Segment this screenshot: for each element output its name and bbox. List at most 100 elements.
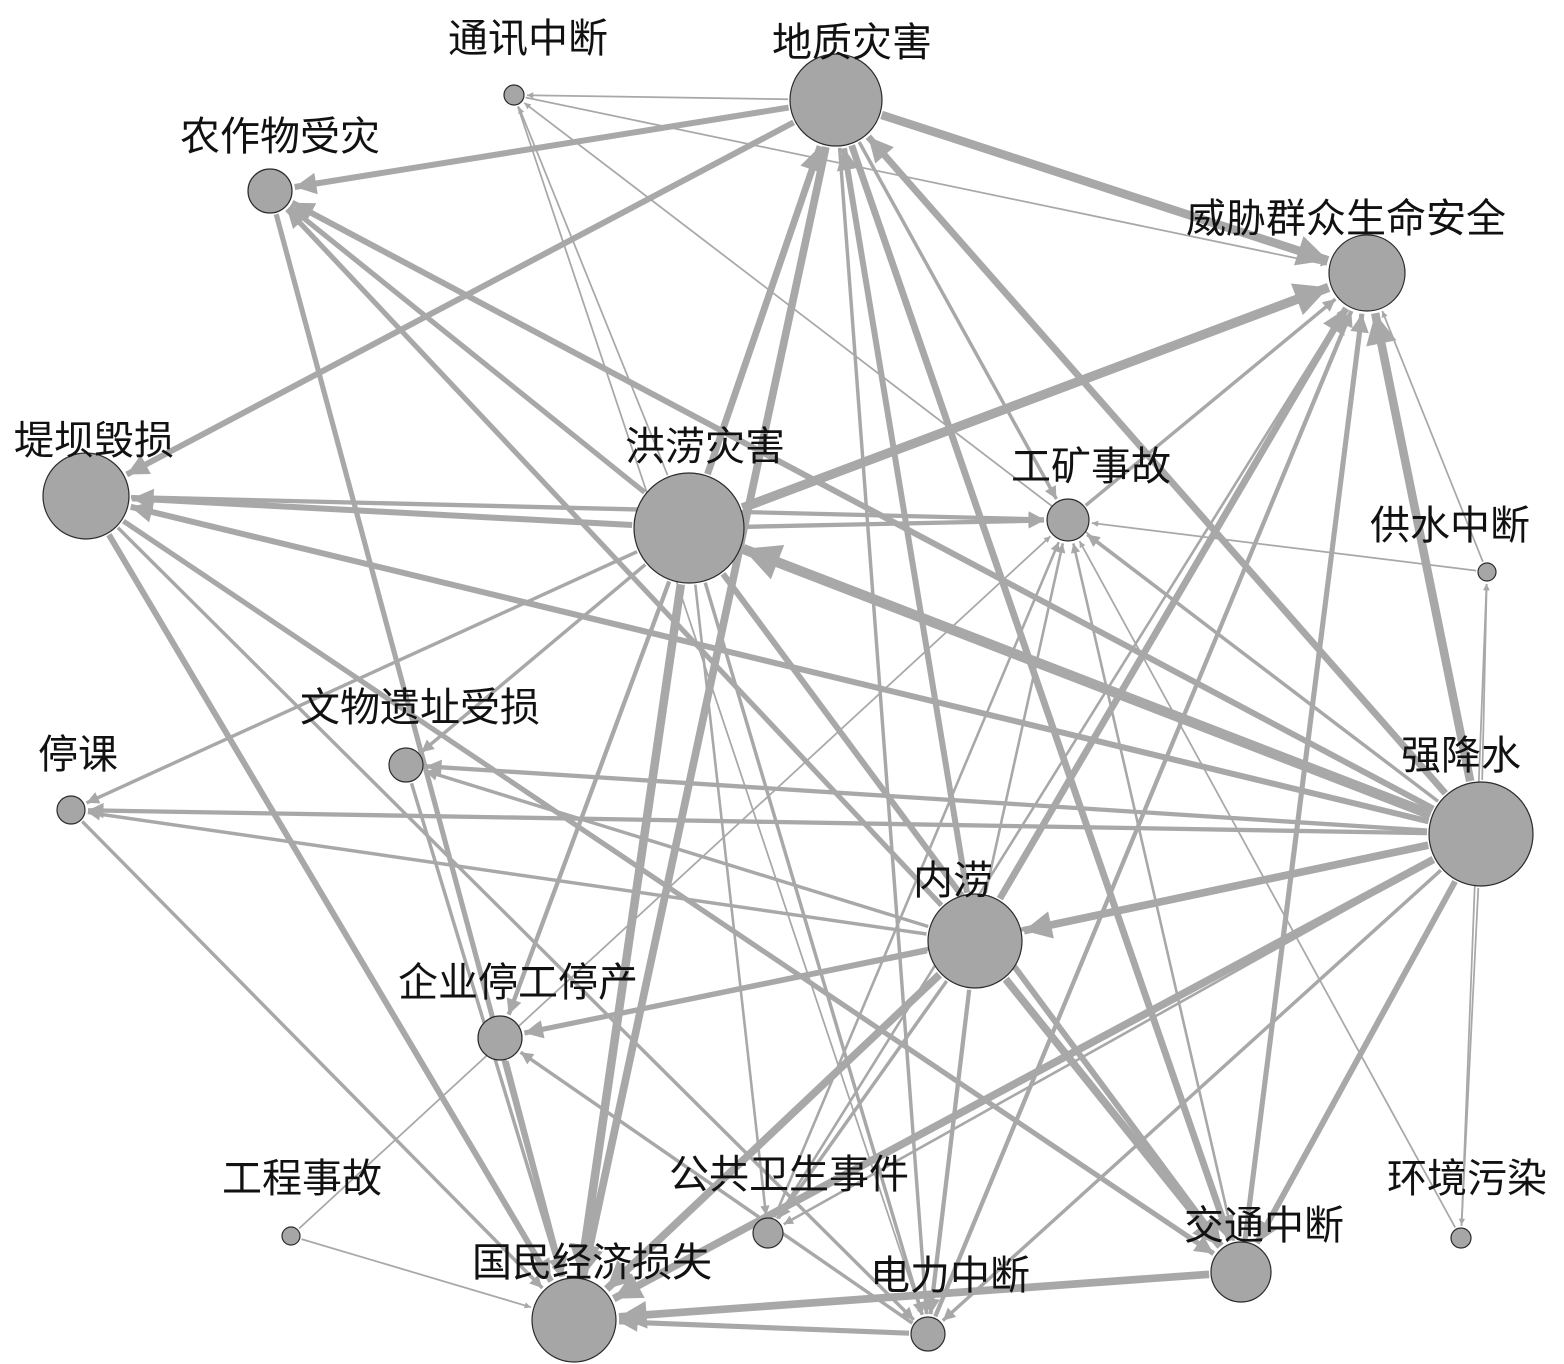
edge-power-to-threat <box>933 310 1354 1318</box>
node-comm-circle <box>503 84 525 106</box>
edge-rain-to-crop <box>290 200 1435 812</box>
node-mine-label: 工矿事故 <box>1011 444 1171 490</box>
node-env-circle <box>1450 1227 1472 1249</box>
edge-flood-to-dam <box>131 488 633 528</box>
edge-geo-to-mine <box>857 141 1058 500</box>
node-water[interactable]: 供水中断 <box>1370 503 1530 582</box>
node-rain[interactable]: 强降水 <box>1401 733 1534 887</box>
edge-rain-to-dam <box>129 501 1430 825</box>
node-geo-circle <box>789 53 883 147</box>
node-ent-circle <box>477 1015 523 1061</box>
edge-water-log-to-health <box>776 980 949 1220</box>
node-comm[interactable]: 通讯中断 <box>448 16 608 106</box>
edge-geo-to-threat <box>880 110 1330 266</box>
edge-school-to-econ <box>80 820 544 1290</box>
edge-water-log-to-power <box>924 989 972 1315</box>
node-mine[interactable]: 工矿事故 <box>1011 444 1171 542</box>
node-water-log[interactable]: 内涝 <box>913 858 1023 989</box>
edges-layer <box>80 92 1490 1336</box>
edge-geo-to-comm <box>526 92 789 101</box>
edge-flood-to-threat <box>740 283 1331 513</box>
node-econ-circle <box>531 1277 617 1363</box>
edge-power-to-econ <box>618 1313 910 1336</box>
edge-water-log-to-econ <box>604 971 943 1292</box>
node-econ-label: 国民经济损失 <box>472 1240 712 1286</box>
node-crop[interactable]: 农作物受灾 <box>180 114 380 214</box>
edge-water-log-to-traffic <box>1002 976 1224 1249</box>
node-school-label: 停课 <box>38 732 118 778</box>
node-flood-circle <box>633 472 745 584</box>
node-power[interactable]: 电力中断 <box>870 1253 1030 1352</box>
node-eng[interactable]: 工程事故 <box>222 1156 382 1246</box>
node-env[interactable]: 环境污染 <box>1387 1156 1547 1249</box>
node-school[interactable]: 停课 <box>38 732 118 825</box>
edge-health-to-threat <box>775 307 1347 1220</box>
edge-rain-to-econ <box>611 856 1436 1303</box>
edge-eng-to-mine <box>298 535 1051 1230</box>
node-water-log-circle <box>927 893 1023 989</box>
edge-flood-to-relic <box>420 563 647 754</box>
node-rain-circle <box>1428 781 1534 887</box>
edge-water-log-to-mine <box>984 543 1066 894</box>
node-threat-label: 威胁群众生命安全 <box>1186 196 1506 242</box>
node-geo[interactable]: 地质灾害 <box>772 20 932 147</box>
node-flood-label: 洪涝灾害 <box>625 424 785 470</box>
edge-geo-to-power <box>837 147 932 1315</box>
node-ent-label: 企业停工停产 <box>398 960 638 1006</box>
node-health[interactable]: 公共卫生事件 <box>669 1152 909 1249</box>
edge-water-to-threat <box>1381 310 1484 563</box>
edge-eng-to-econ <box>301 1238 532 1309</box>
edge-traffic-to-mine <box>1070 543 1236 1242</box>
edge-flood-to-school <box>85 550 638 805</box>
edge-flood-to-comm <box>518 106 669 476</box>
node-water-log-label: 内涝 <box>913 858 993 904</box>
edge-rain-to-geo <box>865 134 1448 796</box>
node-ent[interactable]: 企业停工停产 <box>398 960 638 1061</box>
edge-dam-to-econ <box>106 533 554 1283</box>
node-relic[interactable]: 文物遗址受损 <box>300 685 540 783</box>
edge-flood-to-econ <box>569 583 686 1277</box>
edge-rain-to-power <box>941 868 1443 1322</box>
node-water-label: 供水中断 <box>1370 503 1530 549</box>
edge-power-to-ent <box>519 1050 914 1325</box>
node-school-circle <box>56 795 86 825</box>
edge-geo-to-econ <box>575 146 830 1277</box>
node-threat[interactable]: 威胁群众生命安全 <box>1186 196 1506 312</box>
node-env-label: 环境污染 <box>1387 1156 1547 1202</box>
edge-rain-to-threat <box>1366 312 1475 782</box>
edge-rain-to-health <box>783 859 1435 1226</box>
nodes-layer: 地质灾害 通讯中断 农作物受灾 威胁群众生命安全 堤坝毁损 洪涝灾害 工矿事故 … <box>14 16 1547 1363</box>
edge-traffic-to-threat <box>1242 313 1369 1241</box>
edge-rain-to-comm <box>523 102 1439 802</box>
edge-rain-to-traffic <box>1254 879 1458 1245</box>
node-econ[interactable]: 国民经济损失 <box>472 1240 712 1363</box>
edge-mine-to-threat <box>1084 297 1337 507</box>
node-rain-label: 强降水 <box>1401 733 1521 779</box>
edge-flood-to-crop <box>287 204 647 495</box>
node-dam[interactable]: 堤坝毁损 <box>14 418 174 540</box>
edge-geo-to-crop <box>294 104 790 195</box>
edge-comm-to-power <box>516 106 923 1316</box>
edge-water-log-to-threat <box>996 306 1350 901</box>
node-water-circle <box>1477 562 1497 582</box>
node-health-circle <box>752 1217 784 1249</box>
edge-geo-to-dam <box>125 119 796 478</box>
node-power-label: 电力中断 <box>870 1253 1030 1299</box>
node-mine-circle <box>1046 498 1090 542</box>
edge-env-to-mine <box>1078 540 1456 1228</box>
node-flood[interactable]: 洪涝灾害 <box>625 424 785 584</box>
node-traffic[interactable]: 交通中断 <box>1184 1203 1344 1303</box>
edge-comm-to-threat <box>525 96 1328 267</box>
node-dam-circle <box>42 452 130 540</box>
edge-dam-to-power <box>116 526 916 1322</box>
node-power-circle <box>910 1316 946 1352</box>
node-comm-label: 通讯中断 <box>448 16 608 62</box>
node-threat-circle <box>1328 234 1406 312</box>
node-crop-label: 农作物受灾 <box>180 114 380 160</box>
edge-rain-to-relic <box>425 759 1428 833</box>
node-eng-label: 工程事故 <box>222 1156 382 1202</box>
edge-flood-to-power <box>703 582 925 1316</box>
node-crop-circle <box>247 168 293 214</box>
node-traffic-label: 交通中断 <box>1184 1203 1344 1249</box>
